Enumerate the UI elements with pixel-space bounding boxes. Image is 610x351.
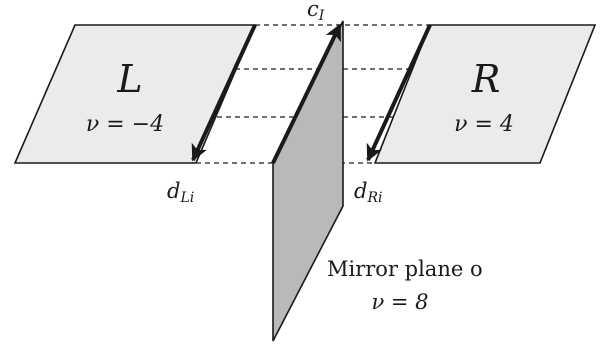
right-plane-letter: R	[471, 57, 501, 101]
vector-d-ri-arrow	[366, 24, 432, 162]
vector-c-i-base: c	[307, 0, 319, 21]
mirror-plane-label: Mirror plane o	[327, 257, 483, 281]
vector-c-i-arrow	[271, 23, 342, 164]
vector-c-i-subscript: I	[318, 8, 325, 24]
vector-d-li-subscript: Li	[179, 190, 194, 206]
vector-d-ri-base: d	[354, 179, 367, 203]
vector-d-li-base: d	[167, 179, 180, 203]
vector-d-li-arrow	[191, 24, 257, 162]
left-plane-nu: ν = −4	[86, 112, 164, 137]
vector-d-ri-subscript: Ri	[366, 190, 382, 206]
vector-d-li-label: dLi	[167, 179, 194, 206]
vector-c-i-label: cI	[307, 0, 325, 24]
right-plane-nu: ν = 4	[454, 112, 514, 137]
mirror-plane-nu: ν = 8	[371, 290, 428, 314]
vector-d-ri-label: dRi	[354, 179, 382, 206]
right-plane	[373, 24, 597, 164]
dashed-connectors	[196, 24, 430, 164]
left-plane-letter: L	[116, 57, 142, 101]
